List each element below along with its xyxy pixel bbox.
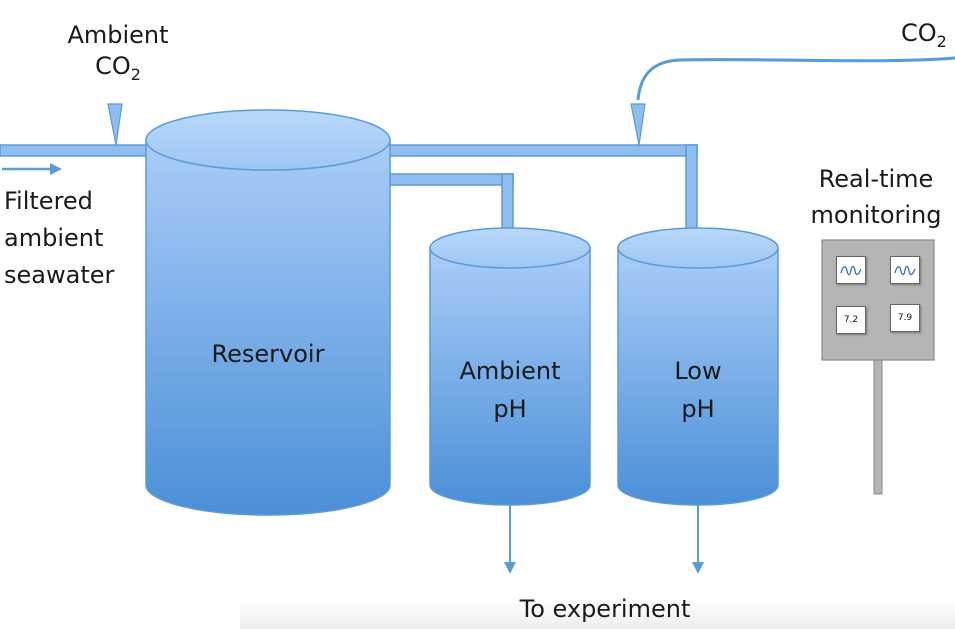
low-ph-line1: Low <box>674 357 722 385</box>
co2-main: CO <box>901 19 937 47</box>
to-experiment-label: To experiment <box>519 595 691 623</box>
co2-sub: 2 <box>936 32 947 51</box>
ambient-outflow-arrowhead <box>504 562 516 574</box>
realtime-monitoring-label: Real-time monitoring <box>796 161 955 233</box>
ambient-feed-pipe-h <box>384 173 514 186</box>
inflow-arrowhead <box>50 163 62 175</box>
ambient-co2-injector <box>107 103 123 146</box>
filtered-line1: Filtered <box>4 187 93 215</box>
bottom-shadow <box>240 598 955 629</box>
realtime-line2: monitoring <box>810 201 942 229</box>
ambient-ph-tank <box>429 227 591 506</box>
filtered-line2: ambient <box>4 224 104 252</box>
ambient-co2-sub: 2 <box>130 65 141 85</box>
ambient-co2-main: CO <box>95 52 131 81</box>
ambient-ph-line2: pH <box>493 395 527 423</box>
monitor-screen-wave-left <box>836 256 866 284</box>
filtered-seawater-label: Filtered ambient seawater <box>4 183 114 294</box>
monitor-reading-right: 7.9 <box>890 304 920 332</box>
waveform-icon <box>840 265 862 276</box>
monitor-reading-left: 7.2 <box>836 306 866 334</box>
low-ph-feed-pipe <box>685 144 698 232</box>
reservoir-label: Reservoir <box>211 340 325 368</box>
waveform-icon <box>894 265 916 276</box>
ambient-co2-label: Ambient CO2 <box>56 20 180 85</box>
low-ph-label: Low pH <box>628 352 768 428</box>
ambient-ph-line1: Ambient <box>459 357 561 385</box>
ambient-feed-pipe-v <box>501 173 514 232</box>
ambient-co2-line1: Ambient <box>67 21 169 49</box>
reservoir-tank <box>145 109 391 516</box>
main-pipe <box>384 144 698 157</box>
co2-label: CO2 <box>901 18 947 51</box>
co2-injector <box>630 103 646 146</box>
filtered-line3: seawater <box>4 261 115 289</box>
inlet-pipe <box>0 144 151 157</box>
monitor-pole <box>873 358 883 495</box>
low-ph-tank <box>617 227 779 506</box>
co2-supply-line <box>636 56 955 101</box>
low-ph-line2: pH <box>681 395 715 423</box>
monitor-screen-wave-right <box>890 256 920 284</box>
realtime-line1: Real-time <box>818 165 934 193</box>
low-outflow-arrowhead <box>692 562 704 574</box>
ambient-co2-formula: CO2 <box>56 51 180 85</box>
ambient-ph-label: Ambient pH <box>440 352 580 428</box>
